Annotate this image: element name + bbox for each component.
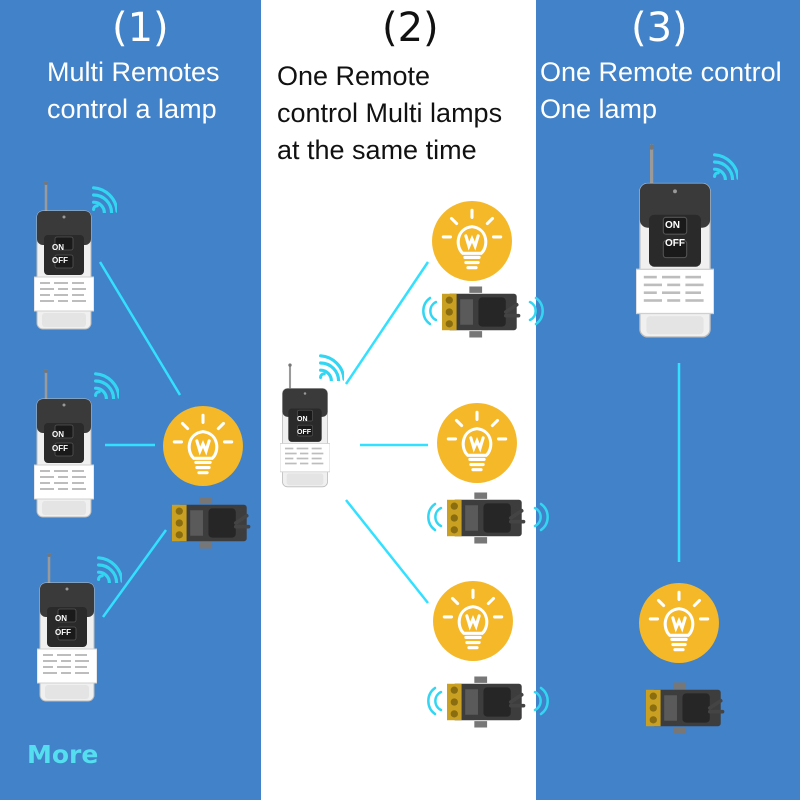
- off-button-label: OFF: [52, 256, 68, 265]
- off-button-label: OFF: [297, 429, 311, 436]
- panel-1-title-line-1: Multi Remotes: [47, 57, 220, 87]
- on-button-label: ON: [297, 416, 308, 423]
- panel-one-remote-one-lamp: [536, 0, 800, 800]
- on-button-label: ON: [52, 430, 64, 439]
- more-link[interactable]: More: [27, 740, 99, 769]
- panel-3-title-line-1: One Remote control: [540, 57, 782, 87]
- panel-2-title-line-2: control Multi lamps: [277, 98, 503, 128]
- panel-1-title-line-2: control a lamp: [47, 94, 217, 124]
- off-button-label: OFF: [665, 238, 685, 249]
- panel-2-title-line-3: at the same time: [277, 135, 477, 165]
- panel-1-number: (1): [112, 5, 169, 51]
- panel-2-number: (2): [382, 5, 439, 51]
- on-button-label: ON: [665, 220, 680, 231]
- panel-3-title-line-2: One lamp: [540, 94, 658, 124]
- off-button-label: OFF: [52, 444, 68, 453]
- off-button-label: OFF: [55, 628, 71, 637]
- on-button-label: ON: [55, 614, 67, 623]
- panel-2-title-line-1: One Remote: [277, 61, 431, 91]
- on-button-label: ON: [52, 243, 64, 252]
- panel-3-number: (3): [631, 5, 688, 51]
